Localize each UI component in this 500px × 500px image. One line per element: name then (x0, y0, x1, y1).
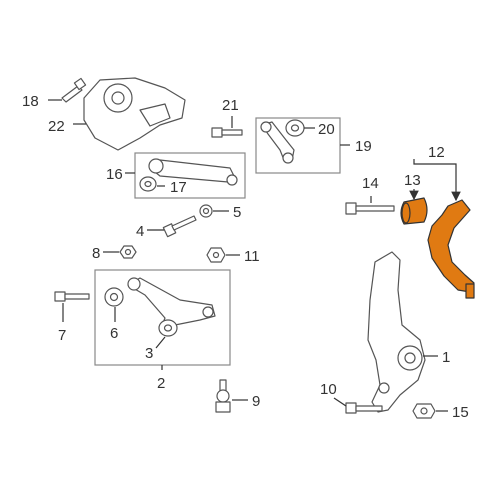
callout-7: 7 (58, 327, 66, 344)
part-14-bolt (345, 202, 395, 215)
callout-17: 17 (170, 179, 187, 196)
callout-14: 14 (362, 175, 379, 192)
callout-3: 3 (145, 345, 153, 362)
callout-15: 15 (452, 404, 469, 421)
callout-13: 13 (404, 172, 421, 189)
callout-10: 10 (320, 381, 337, 398)
part-9-ball-joint (215, 379, 231, 413)
part-7-bolt (54, 291, 90, 302)
part-3-bushing (158, 319, 178, 337)
part-22-subframe-bracket (83, 77, 186, 151)
callout-16: 16 (106, 166, 123, 183)
callout-5: 5 (233, 204, 241, 221)
part-17-bushing (139, 176, 157, 192)
box-16 (134, 152, 246, 199)
callout-8: 8 (92, 245, 100, 262)
part-6-bushing (104, 287, 124, 307)
callout-12: 12 (428, 144, 445, 161)
part-16-control-arm (148, 158, 238, 186)
callout-6: 6 (110, 325, 118, 342)
part-20-bushing (285, 119, 305, 137)
callout-18: 18 (22, 93, 39, 110)
part-21-bolt (211, 127, 243, 138)
part-4-bolt (162, 215, 197, 238)
part-11-nut (206, 247, 226, 263)
callout-2: 2 (157, 375, 165, 392)
part-2-lower-arm (127, 277, 216, 336)
part-15-nut (412, 403, 436, 419)
part-19-upper-arm (260, 121, 295, 164)
part-1-steering-knuckle (367, 251, 426, 413)
part-8-nut (119, 245, 137, 259)
part-5-nut (199, 204, 213, 218)
callout-20: 20 (318, 121, 335, 138)
callout-11: 11 (244, 248, 260, 265)
callout-9: 9 (252, 393, 260, 410)
part-10-bolt (345, 402, 383, 414)
callout-22: 22 (48, 118, 65, 135)
callout-21: 21 (222, 97, 239, 114)
part-18-bolt (61, 77, 87, 103)
leader-lines (48, 99, 461, 412)
callout-19: 19 (355, 138, 372, 155)
part-12-control-arm (427, 199, 475, 299)
callout-1: 1 (442, 349, 450, 366)
part-13-bushing (400, 197, 428, 225)
callout-4: 4 (136, 223, 144, 240)
